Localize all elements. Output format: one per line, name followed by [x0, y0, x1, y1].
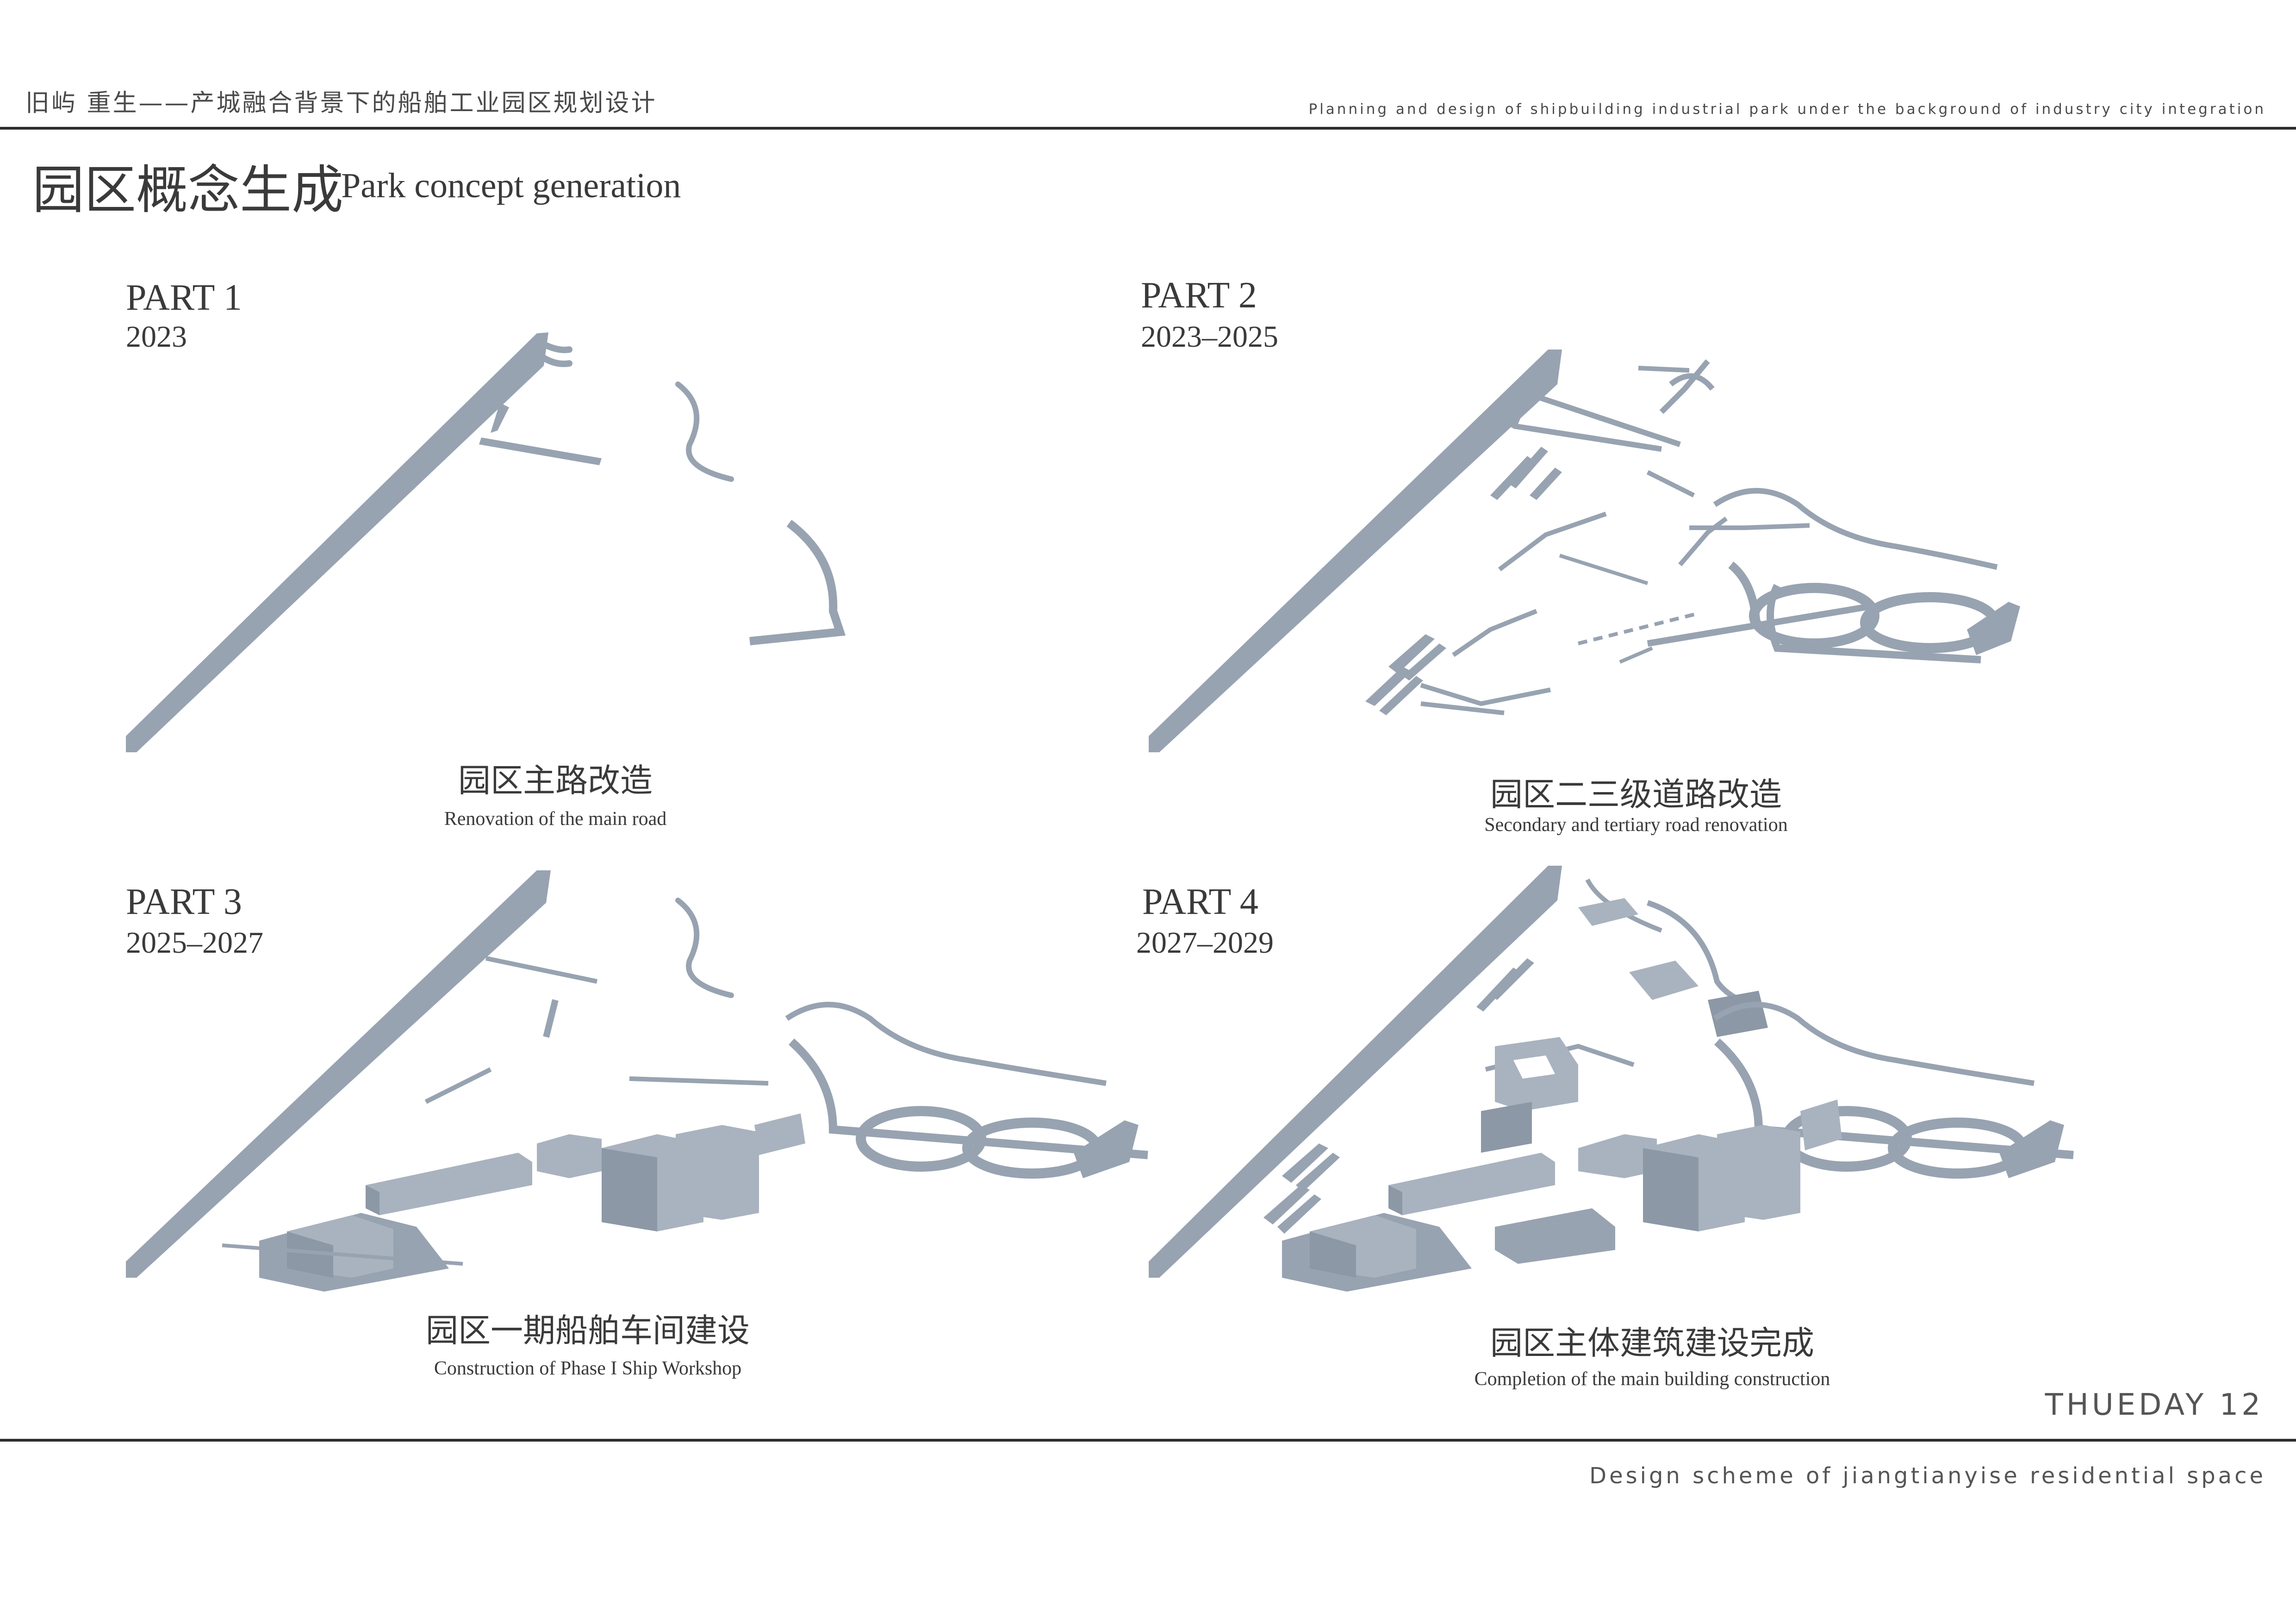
footer-brand: THUEDAY 12 — [2045, 1388, 2264, 1422]
part4-map — [1149, 866, 2074, 1292]
part2-years: 2023–2025 — [1141, 320, 1278, 354]
part1-caption-en: Renovation of the main road — [444, 808, 667, 830]
part1-label: PART 1 — [126, 277, 242, 318]
part3-label: PART 3 — [126, 881, 242, 922]
part3-years: 2025–2027 — [126, 926, 263, 960]
part4-caption-en: Completion of the main building construc… — [1474, 1368, 1830, 1390]
part1-caption-cn: 园区主路改造 — [458, 762, 653, 800]
footer-rule — [0, 1439, 2296, 1442]
part4-years: 2027–2029 — [1136, 926, 1274, 960]
part3-buildings — [222, 1113, 805, 1292]
part1-map — [126, 332, 846, 752]
page-title-cn: 园区概念生成 — [32, 160, 343, 220]
part4-label: PART 4 — [1142, 881, 1258, 922]
part2-label: PART 2 — [1141, 275, 1257, 316]
part1-years: 2023 — [126, 320, 187, 354]
part4-caption-cn: 园区主体建筑建设完成 — [1490, 1324, 1814, 1362]
project-title-cn: 旧屿 重生——产城融合背景下的船舶工业园区规划设计 — [25, 89, 657, 117]
header-rule — [0, 127, 2296, 130]
page-title-en: Park concept generation — [341, 166, 681, 205]
part2-caption-en: Secondary and tertiary road renovation — [1484, 814, 1788, 836]
part2-caption-cn: 园区二三级道路改造 — [1490, 775, 1782, 813]
part2-map — [1149, 350, 2020, 752]
part3-map — [126, 870, 1148, 1292]
part3-caption-cn: 园区一期船舶车间建设 — [426, 1312, 750, 1349]
footer-subtitle: Design scheme of jiangtianyise residenti… — [1589, 1463, 2266, 1489]
part3-caption-en: Construction of Phase I Ship Workshop — [434, 1358, 742, 1379]
project-title-en: Planning and design of shipbuilding indu… — [1308, 101, 2266, 118]
